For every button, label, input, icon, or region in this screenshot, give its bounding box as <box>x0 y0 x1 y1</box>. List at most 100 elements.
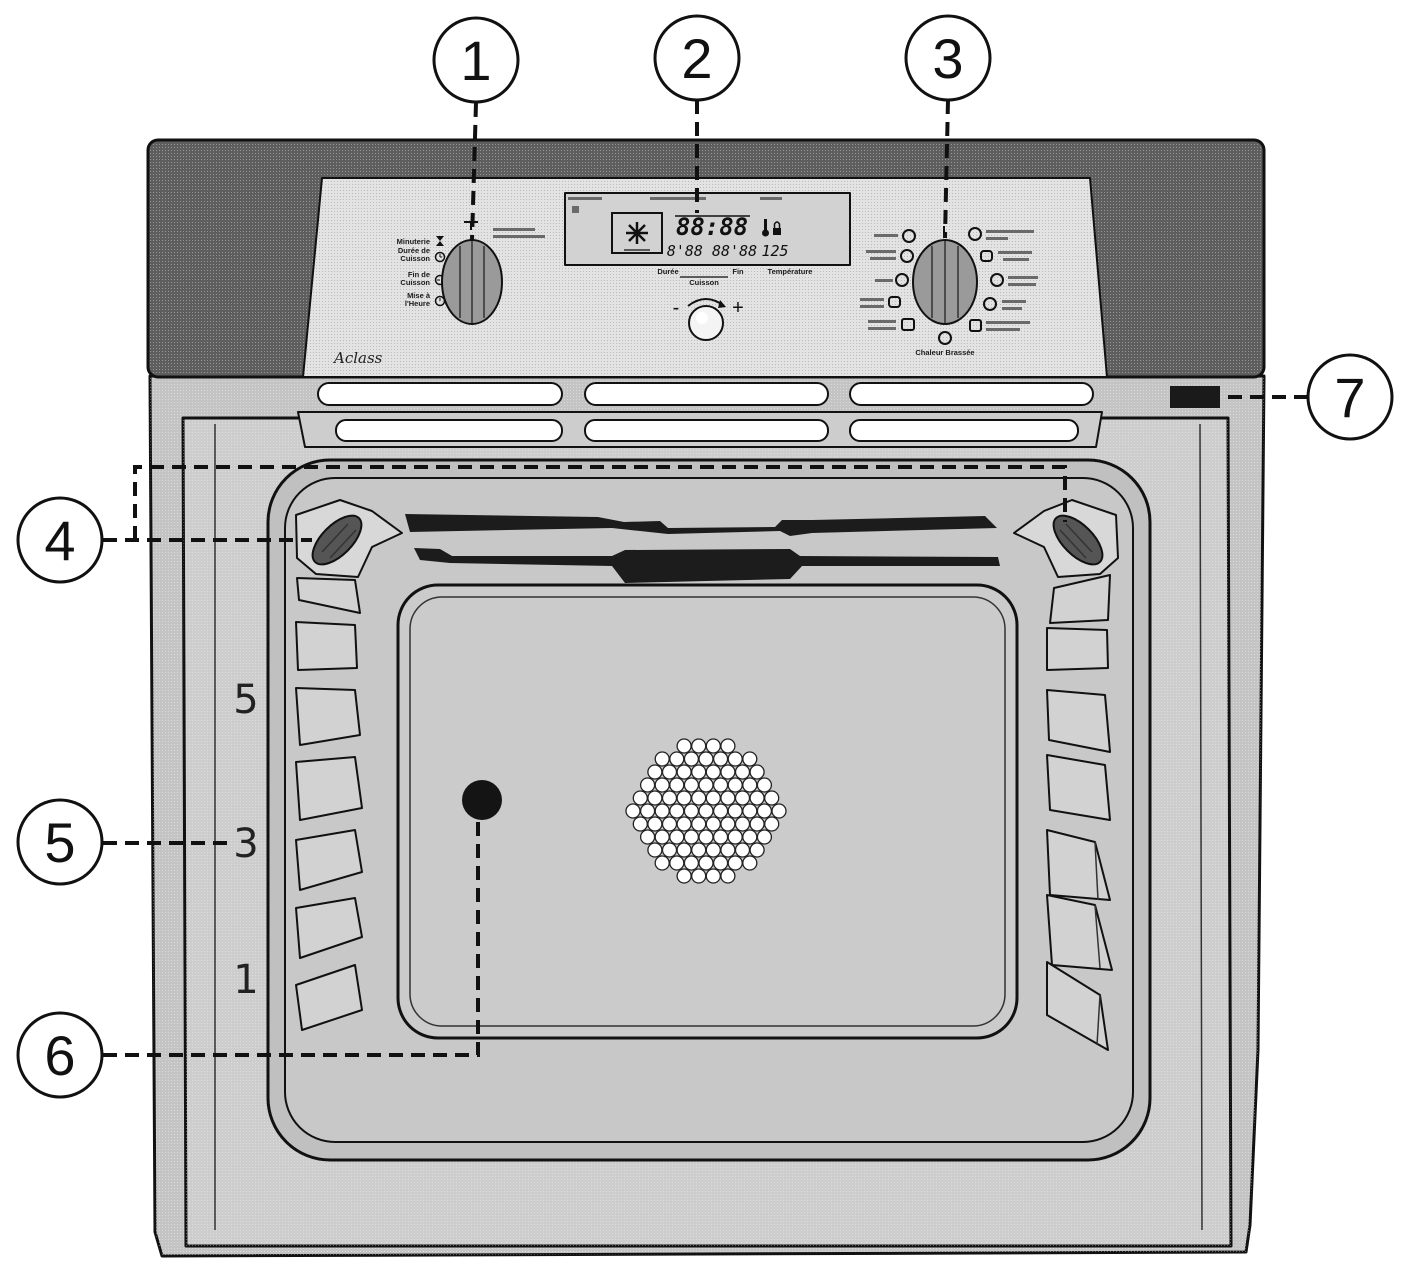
fan-hole <box>727 829 743 845</box>
timer-label-4-line1: Mise à <box>407 291 431 300</box>
fan-hole <box>691 738 707 754</box>
fan-hole <box>742 777 758 793</box>
fan-hole <box>727 751 743 767</box>
fan-hole <box>720 790 736 806</box>
adjust-minus-label: - <box>673 297 680 319</box>
fan-hole <box>639 803 656 819</box>
fan-hole <box>683 803 700 819</box>
fan-hole <box>669 777 685 793</box>
mode-icon-frame <box>611 212 663 254</box>
fan-hole <box>712 803 729 819</box>
fan-hole <box>698 855 714 871</box>
mode-label-text <box>986 237 1008 240</box>
fan-hole <box>654 829 670 845</box>
rack-rails-right <box>1046 574 1113 1051</box>
fan-hole <box>661 816 678 832</box>
mode-label-text <box>870 257 896 260</box>
fan-hole <box>676 764 692 780</box>
door-lock-indicator <box>1170 386 1220 408</box>
mode-label-text <box>986 328 1020 331</box>
mode-icon <box>990 273 1004 287</box>
fan-hole <box>705 842 721 858</box>
fan-hole <box>669 751 685 767</box>
fan-hole <box>771 803 787 819</box>
fan-hole <box>712 855 729 871</box>
mode-label-text <box>986 230 1034 233</box>
fan-hole <box>705 764 721 780</box>
lamp-left <box>295 499 403 578</box>
rack-rail <box>295 621 358 671</box>
mode-label-text <box>1008 276 1038 279</box>
fan-hole <box>764 816 780 832</box>
callout-1-label: 1 <box>460 29 491 92</box>
mode-label-text <box>1008 283 1036 286</box>
rack-rail <box>1046 627 1109 671</box>
fan-hole <box>734 764 751 780</box>
vent-slot <box>335 419 563 442</box>
fan-hole <box>647 842 663 858</box>
fan-hole <box>647 816 663 832</box>
fan-hole <box>720 868 736 884</box>
fan-hole <box>756 803 773 819</box>
fan-hole <box>661 764 678 780</box>
rack-level-3-label: 3 <box>233 821 258 867</box>
fan-hole <box>705 790 721 806</box>
mode-knob <box>912 226 978 325</box>
fan-hole <box>698 777 714 793</box>
fan-hole <box>683 855 700 871</box>
clock-icon <box>434 251 446 263</box>
upper-vents <box>317 382 1094 406</box>
fan-hole <box>756 777 773 793</box>
callout-5-label: 5 <box>44 811 75 874</box>
fan-hole <box>639 829 656 845</box>
mode-label-text <box>875 279 893 282</box>
fan-hole <box>720 816 736 832</box>
fan-hole <box>661 790 678 806</box>
fan-hole <box>647 764 663 780</box>
callout-6-label: 6 <box>44 1024 75 1087</box>
fan-hole <box>764 790 780 806</box>
rack-rail <box>1046 754 1111 821</box>
fan-hole <box>691 790 707 806</box>
display-caption-temperature: Température <box>768 267 813 276</box>
timer-label-3-line1: Fin de <box>408 270 430 279</box>
fan-hole <box>712 777 729 793</box>
rack-rail <box>295 756 363 821</box>
leader-line-1 <box>470 102 478 241</box>
mode-icon <box>901 318 915 331</box>
fan-hole <box>720 738 736 754</box>
callout-7: 7 <box>1306 353 1394 441</box>
lamp-right <box>1013 499 1119 578</box>
fan-hole <box>720 764 736 780</box>
timer-label-3-line2: Cuisson <box>400 278 430 287</box>
fan-hole <box>698 829 714 845</box>
callout-5: 5 <box>16 798 104 886</box>
fan-hole <box>676 816 692 832</box>
fan-hole <box>676 842 692 858</box>
rack-rail-edge <box>1094 841 1099 901</box>
mode-label-text <box>874 234 898 237</box>
display-indicator <box>572 206 579 213</box>
fan-hole <box>632 816 648 832</box>
mode-icon <box>980 250 993 262</box>
display-top-label-text <box>760 197 782 200</box>
mode-label-text <box>1002 300 1026 303</box>
fan-hole <box>632 790 648 806</box>
thermometer-icon <box>762 219 769 237</box>
rack-rail-edge <box>1094 904 1101 969</box>
callout-6: 6 <box>16 1011 104 1099</box>
fan-hole <box>691 842 707 858</box>
lcd-display: 88:88 8'88 88'88 125 <box>564 192 851 266</box>
mode-label-text <box>868 327 896 330</box>
rack-level-5-label: 5 <box>233 677 258 723</box>
heating-element-lower <box>414 548 1000 583</box>
vent-slot <box>849 382 1094 406</box>
vent-slot <box>849 419 1079 442</box>
mode-icon <box>888 296 901 308</box>
fan-hole <box>625 803 641 819</box>
adjust-knob <box>687 298 726 341</box>
rack-rail <box>295 964 363 1031</box>
rack-rails-left <box>295 577 363 1031</box>
fan-hole <box>676 790 692 806</box>
mode-label-text <box>868 320 896 323</box>
